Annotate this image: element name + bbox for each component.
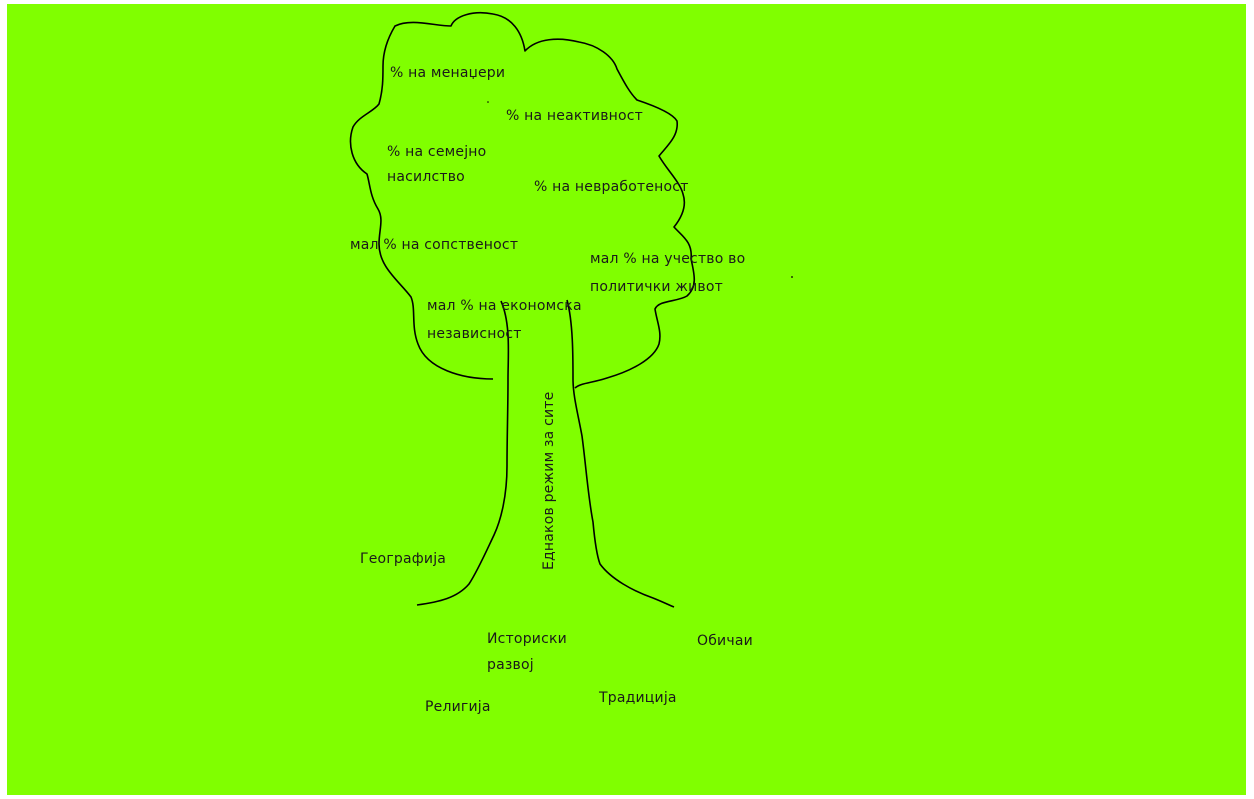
label-political-line1: мал % на учество во [590,251,746,267]
label-political-line2: политички живот [590,279,723,295]
tree-trunk-left-edge [416,300,510,606]
label-geography: Географија [360,551,447,567]
stray-dot [791,276,793,278]
tree-trunk-right-edge [566,299,675,608]
label-economic-line1: мал % на економска [427,298,582,314]
label-domestic-violence-line1: % на семејно [387,144,487,160]
label-managers: % на менаџери [390,65,506,81]
label-religion: Религија [425,699,491,715]
label-history-line1: Историски [487,631,567,647]
tree-crown-outline [349,11,696,389]
stray-dot [487,101,489,103]
label-trunk-equal-regime: Еднаков режим за сите [541,391,557,570]
drawing-canvas: % на менаџери % на неактивност % на семе… [7,4,1246,795]
label-ownership: мал % на сопственост [350,237,519,253]
label-unemployment: % на невработеност [534,179,689,195]
label-history-line2: развој [487,657,534,673]
label-inactivity: % на неактивност [506,108,644,124]
tree-drawing [349,11,793,608]
label-customs: Обичаи [697,633,753,649]
label-economic-line2: независност [427,326,522,342]
label-domestic-violence-line2: насилство [387,169,465,185]
label-tradition: Традиција [599,690,677,706]
